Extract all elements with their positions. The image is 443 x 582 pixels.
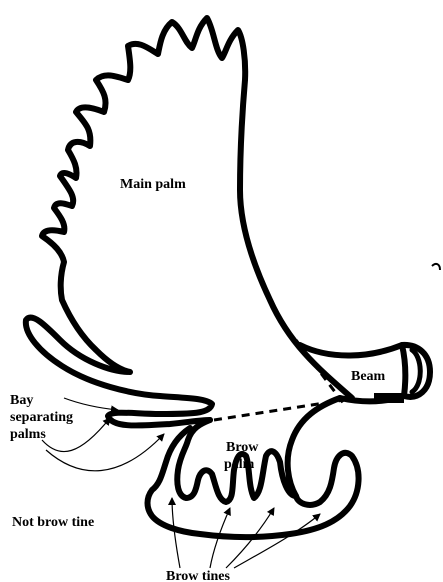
brow-palm-label-line1: Brow xyxy=(226,440,259,455)
bay-label-line3: palms xyxy=(10,427,46,442)
beam-label: Beam xyxy=(351,369,386,384)
brow-palm-label-line2: palm xyxy=(224,457,255,472)
brow-tines-arrow-4 xyxy=(234,514,320,568)
not-brow-tine-label: Not brow tine xyxy=(12,515,94,530)
bay-arrow xyxy=(64,398,118,410)
beam-band xyxy=(374,393,404,403)
main-palm-label: Main palm xyxy=(120,177,186,192)
edge-mark xyxy=(432,264,440,270)
brow-tines-label: Brow tines xyxy=(166,569,230,582)
bay-label-line2: separating xyxy=(10,410,73,425)
main-palm-outline xyxy=(26,18,352,426)
not-brow-tine-arrow-2 xyxy=(46,434,164,471)
beam-tip-inner xyxy=(412,350,420,392)
bay-label-line1: Bay xyxy=(10,393,33,408)
